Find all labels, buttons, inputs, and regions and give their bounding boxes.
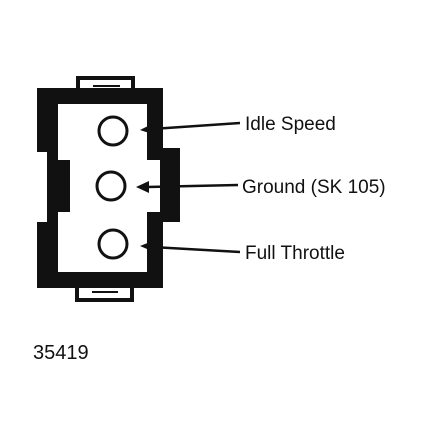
leader-line-ground <box>146 183 239 189</box>
label-idle-speed: Idle Speed <box>245 114 336 135</box>
label-full-throttle: Full Throttle <box>245 243 345 264</box>
terminal-full-throttle <box>97 228 129 260</box>
terminal-ground <box>95 170 127 202</box>
label-ground: Ground (SK 105) <box>242 177 386 198</box>
terminal-idle-speed <box>97 115 129 147</box>
arrowhead-ground <box>136 181 149 193</box>
figure-number: 35419 <box>33 342 89 364</box>
leader-line-full-throttle <box>151 245 241 254</box>
arrowhead-idle-speed <box>140 123 155 135</box>
arrowhead-full-throttle <box>140 240 155 252</box>
connector-housing <box>37 88 180 288</box>
leader-line-idle-speed <box>151 121 241 131</box>
